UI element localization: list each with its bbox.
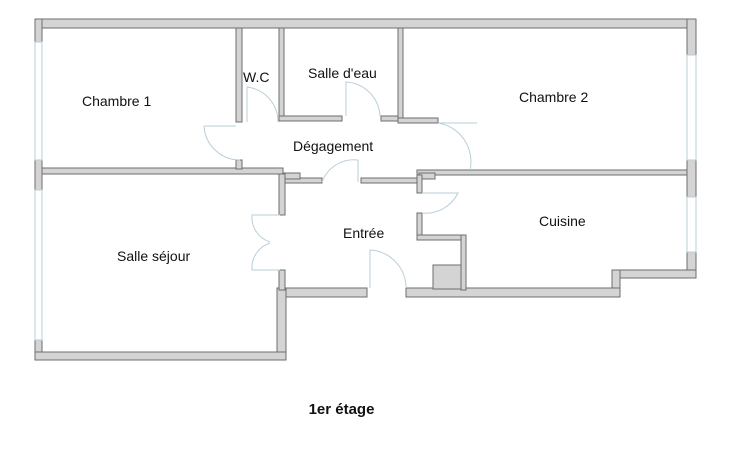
room-label-salle-sejour: Salle séjour <box>117 248 190 264</box>
room-label-entree: Entrée <box>343 225 384 241</box>
room-labels: Chambre 1 W.C Salle d'eau Chambre 2 Déga… <box>82 65 588 264</box>
doors <box>203 81 477 289</box>
room-label-degagement: Dégagement <box>293 138 373 154</box>
walls <box>34 18 697 361</box>
room-label-salle-deau: Salle d'eau <box>308 65 377 81</box>
windows <box>34 41 697 341</box>
room-label-wc: W.C <box>243 69 269 85</box>
room-label-cuisine: Cuisine <box>539 213 586 229</box>
floor-label: 1er étage <box>308 401 375 418</box>
room-label-chambre1: Chambre 1 <box>82 93 151 109</box>
room-label-chambre2: Chambre 2 <box>519 89 588 105</box>
